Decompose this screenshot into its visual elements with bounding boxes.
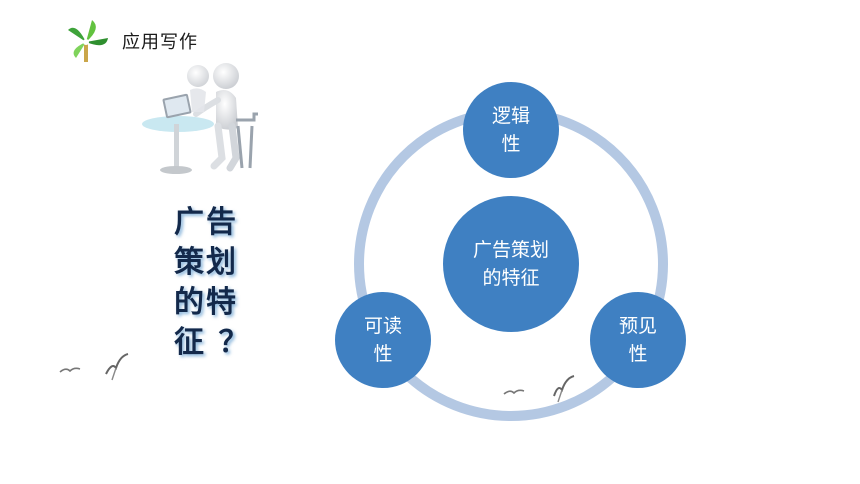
center-node-label: 广告策划的特征	[472, 239, 549, 289]
question-text: 广告 策划 的特 征 ？	[174, 203, 254, 363]
question-line: 策划	[174, 245, 238, 280]
seagulls-icon	[59, 353, 129, 381]
node-readability-label: 可读性	[363, 315, 402, 365]
pinwheel-logo-icon	[68, 20, 108, 62]
question-line: 广告	[174, 205, 238, 240]
feature-cycle-diagram: 广告策划的特征 逻辑性 可读性 预见性	[320, 60, 720, 440]
node-readability: 可读性	[335, 292, 431, 388]
center-node: 广告策划的特征	[443, 196, 579, 332]
header-title: 应用写作	[122, 32, 198, 53]
question-line: 征 ？	[174, 325, 251, 360]
people-at-desk-illustration	[142, 63, 258, 174]
seagulls-icon	[503, 375, 575, 403]
node-logic-label: 逻辑性	[491, 105, 530, 155]
node-foresight-label: 预见性	[618, 315, 657, 365]
node-logic: 逻辑性	[463, 82, 559, 178]
question-line: 的特	[174, 285, 238, 320]
node-foresight: 预见性	[590, 292, 686, 388]
header: 应用写作	[62, 18, 198, 64]
